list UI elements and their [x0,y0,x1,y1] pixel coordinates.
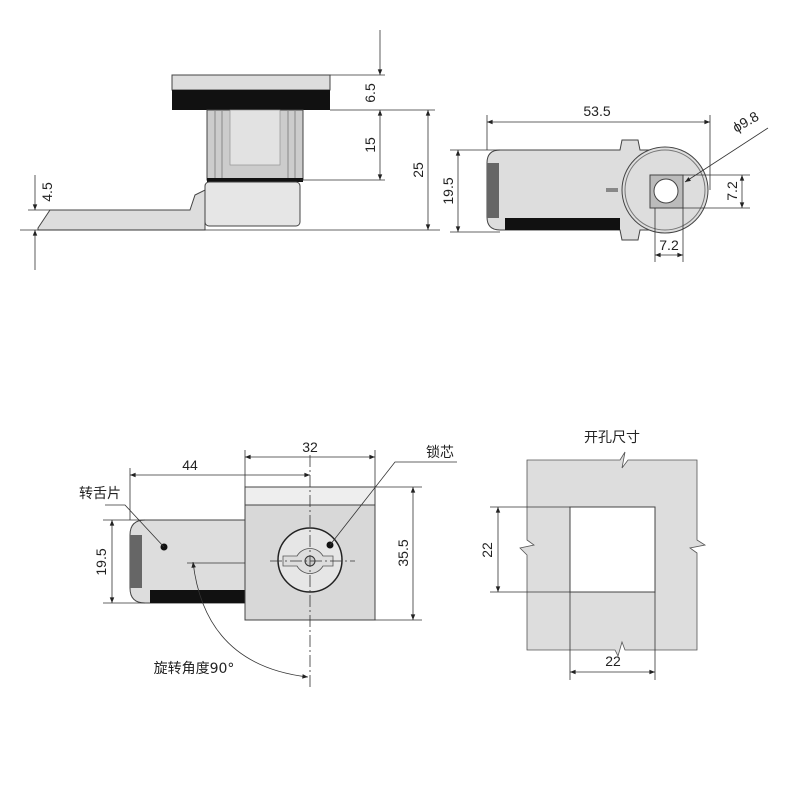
dim-tongue-length: 44 [182,457,198,473]
dim-square-height: 7.2 [724,181,740,201]
cutout-title: 开孔尺寸 [584,430,640,446]
dim-tongue-width: 19.5 [93,548,109,575]
dim-cutout-width: 22 [605,653,621,669]
dim-square-width: 7.2 [659,237,679,253]
dim-tongue-thickness: 4.5 [39,182,55,202]
dim-plate-thickness: 6.5 [362,83,378,103]
cutout-view: 开孔尺寸 22 22 [479,430,707,680]
dim-body-height: 15 [362,137,378,153]
dim-cutout-height: 22 [479,542,495,558]
front-view: 32 44 19.5 35.5 锁芯 转舌片 旋转角度90° [79,439,457,690]
label-tongue: 转舌片 [79,486,121,502]
top-view: 53.5 19.5 7.2 7.2 ϕ9.8 [440,103,769,262]
label-lock-core: 锁芯 [426,445,454,461]
side-view: 6.5 15 25 4.5 [20,30,440,270]
dim-total-height: 25 [410,162,426,178]
dim-body-width: 32 [302,439,318,455]
dim-diameter: ϕ9.8 [730,108,762,136]
label-rotation-angle: 旋转角度90° [154,661,235,677]
dim-tongue-length: 53.5 [583,103,610,119]
dim-body-height: 35.5 [395,539,411,566]
dim-tongue-width: 19.5 [440,177,456,204]
